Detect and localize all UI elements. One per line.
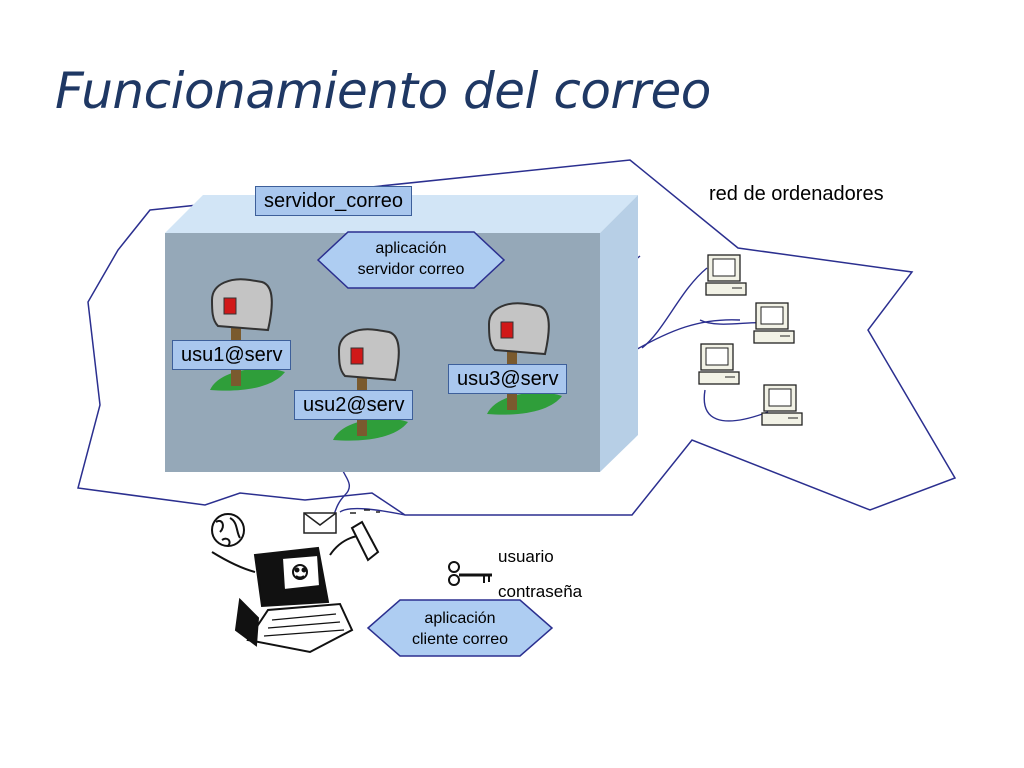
server-app-line2: servidor correo [357,261,465,278]
client-app-line2: cliente correo [411,631,509,648]
mailbox-label-usu2: usu2@serv [294,390,414,420]
client-app-hexagon [366,599,554,657]
key-icon [448,561,492,586]
server-app-line1: aplicación [375,240,447,257]
motion-marks [350,509,380,514]
computer-icon [753,302,795,344]
envelope-icon [303,512,337,534]
client-app-label: aplicación cliente correo [380,608,540,650]
computer-icon [705,254,747,296]
server-app-label: aplicación servidor correo [325,238,497,280]
server-name-label: servidor_correo [255,186,412,216]
computer-icon [698,343,740,385]
client-app-line1: aplicación [424,610,496,627]
computer-icon [761,384,803,426]
slide-title: Funcionamiento del correo [55,62,711,120]
password-label: contraseña [498,582,583,601]
network-label: red de ordenadores [709,183,884,205]
username-label: usuario [498,547,554,566]
server-app-hexagon [316,231,506,289]
mailbox-label-usu3: usu3@serv [448,364,568,394]
user-computer-clipart [211,513,380,654]
mailbox-label-usu1: usu1@serv [172,340,292,370]
